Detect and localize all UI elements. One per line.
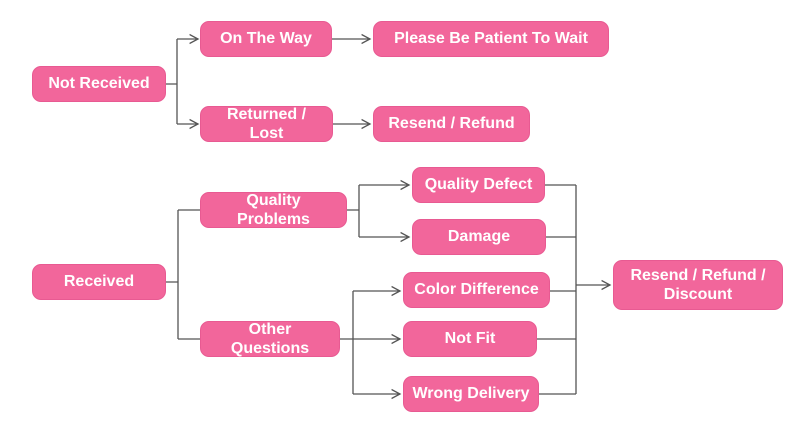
node-on-the-way: On The Way [200, 21, 332, 57]
edge-received-branch [166, 209, 200, 340]
node-color-difference: Color Difference [403, 272, 550, 308]
node-resend-refund: Resend / Refund [373, 106, 530, 142]
node-wrong-delivery: Wrong Delivery [403, 376, 539, 412]
edge-not-received-branch [166, 39, 178, 124]
node-received: Received [32, 264, 166, 300]
node-damage: Damage [412, 219, 546, 255]
node-quality-problems: Quality Problems [200, 192, 347, 228]
node-other-questions: Other Questions [200, 321, 340, 357]
edge-quality-problems-branch [347, 185, 360, 237]
node-quality-defect: Quality Defect [412, 167, 545, 203]
node-resend-refund-discount: Resend / Refund / Discount [613, 260, 783, 310]
edge-merge-bus [537, 184, 577, 395]
node-not-fit: Not Fit [403, 321, 537, 357]
node-not-received: Not Received [32, 66, 166, 102]
edge-other-questions-branch [340, 291, 354, 394]
node-please-be-patient-to-wait: Please Be Patient To Wait [373, 21, 609, 57]
node-returned-lost: Returned / Lost [200, 106, 333, 142]
